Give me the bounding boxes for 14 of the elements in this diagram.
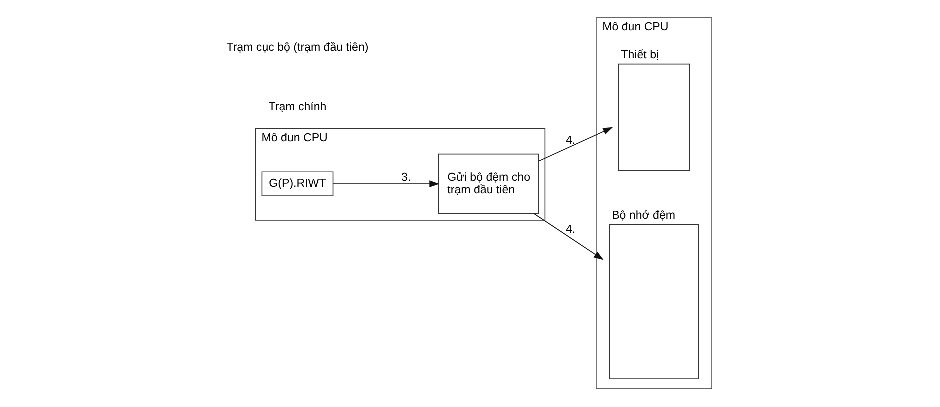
arrow xyxy=(538,127,614,162)
arrow xyxy=(332,180,440,188)
label: Trạm cục bộ (trạm đầu tiên) xyxy=(226,42,369,54)
node-box xyxy=(618,64,690,172)
node-label: Thiết bị xyxy=(621,50,660,62)
node-box: G(P).RIWT xyxy=(262,172,334,196)
label: Trạm chính xyxy=(268,101,327,114)
node-label: Bộ nhớ đệm xyxy=(612,210,676,222)
node-box xyxy=(609,224,700,380)
edge-label: 4. xyxy=(566,134,576,147)
node-box: Gửi bộ đệm cho trạm đầu tiên xyxy=(438,154,539,214)
edge-label: 3. xyxy=(402,172,412,184)
arrow xyxy=(534,213,604,260)
edge-label: 4. xyxy=(566,224,576,236)
